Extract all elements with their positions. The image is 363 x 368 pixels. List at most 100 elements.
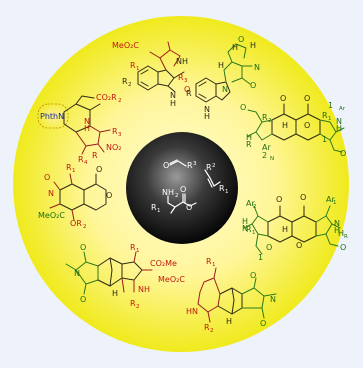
atom-label: R [92,151,98,160]
atom-label: O [340,243,346,252]
atom-label: MeO₂C [112,41,139,50]
atom-label: MeO₂C [38,211,65,220]
atom-label: 2 [83,224,87,230]
atom-label: 3 [118,132,122,138]
core-ester-o-carbonyl: O [180,185,186,194]
scaffold-spiro-oxindole-top [137,41,185,93]
core-building-blocks [167,159,221,214]
atom-label: H [232,43,238,52]
atom-label: R [262,113,268,122]
atom-label: R [66,163,72,172]
atom-label: N [336,117,342,126]
atom-label: O [80,243,86,252]
core-alkene-r2-sub: 2 [212,163,216,169]
atom-label: 2 [118,98,122,104]
atom-label: R [186,89,192,98]
atom-label: R [112,127,118,136]
atom-label: O [96,165,102,174]
atom-label: N [74,269,80,278]
atom-label: H [218,61,224,70]
core-ester-r1-sub: 1 [157,208,161,214]
scaffold-imide-bottom-left [65,251,153,295]
atom-label: O [304,94,310,103]
atom-label: PhthN [40,112,64,121]
phthn-highlight [37,103,69,129]
atom-label: H [334,226,340,235]
core-nh2: NH [162,188,174,197]
atom-label: R [122,77,128,86]
atom-label: O [44,173,50,182]
atom-label: H [170,99,176,108]
atom-label: N [334,219,340,228]
atom-label: N [48,189,54,198]
atom-label: 1 [328,116,332,122]
atom-label: 1 [136,248,140,254]
atom-label: R [246,225,252,234]
scaffold-bridged-left [37,95,111,155]
atom-label: O [340,149,346,158]
scaffold-decalin-right-lower [243,205,341,255]
core-labels: O R 3 R 2 R 1 NH 2 R 1 O O [151,161,229,214]
atom-label: 3 [184,78,188,84]
atom-label: 2 [210,328,214,334]
atom-label: O [250,81,256,90]
atom-label: R [130,243,136,252]
atom-label: O [106,191,112,200]
atom-label: 2 [262,151,267,160]
atom-label: O [276,195,282,204]
atom-label: NO₂ [106,143,122,152]
atom-label: H [204,112,210,121]
atom-label: H [282,121,288,130]
atom-label: H [84,124,90,133]
core-alkene-r1: R [219,184,225,193]
core-alkene-r1-sub: 1 [225,189,229,195]
atom-label: 2 [136,304,140,310]
atom-label: H [226,317,232,326]
atom-label: O [260,319,266,328]
atom-label: O [300,193,306,202]
atom-label: R [130,299,136,308]
atom-label: H [338,229,344,238]
scaffold-decalin-right-upper [247,103,345,153]
atom-label: R [178,73,184,82]
atom-label: 1 [72,168,76,174]
atom-label: O [296,241,302,250]
atom-label: NH [176,57,188,66]
core-nh2-sub: 2 [175,193,179,199]
atom-label: O [280,94,286,103]
atom-label: N [270,156,274,162]
atom-label: R [204,323,210,332]
core-aldehyde-r-sub: 3 [193,161,197,167]
atom-label: 1 [258,253,263,262]
atom-label: OR [70,219,82,228]
atom-label: N [84,117,90,126]
atom-label: 1 [328,101,333,110]
atom-label: Ar [246,199,255,208]
atom-label: O [184,85,190,94]
atom-label: Ar [262,143,271,152]
atom-label: R [78,155,84,164]
atom-label: 4 [84,160,88,166]
atom-label: HN [186,307,198,316]
atom-label: R [246,140,252,149]
atom-label: MeO₂C [158,275,185,284]
atom-label: N [270,295,276,304]
core-alkene-r2: R [206,163,212,172]
atom-label: N [222,85,228,94]
atom-label: N [254,63,260,72]
atom-label: R [344,234,348,240]
atom-label: R [322,111,328,120]
atom-label: 1 [136,66,140,72]
atom-label: H [242,217,248,226]
atom-label: 1 [252,230,256,236]
atom-label: 2 [253,204,257,210]
atom-label: 2 [128,82,132,88]
scaffold-bispyrrolidine-top-right [195,43,253,103]
